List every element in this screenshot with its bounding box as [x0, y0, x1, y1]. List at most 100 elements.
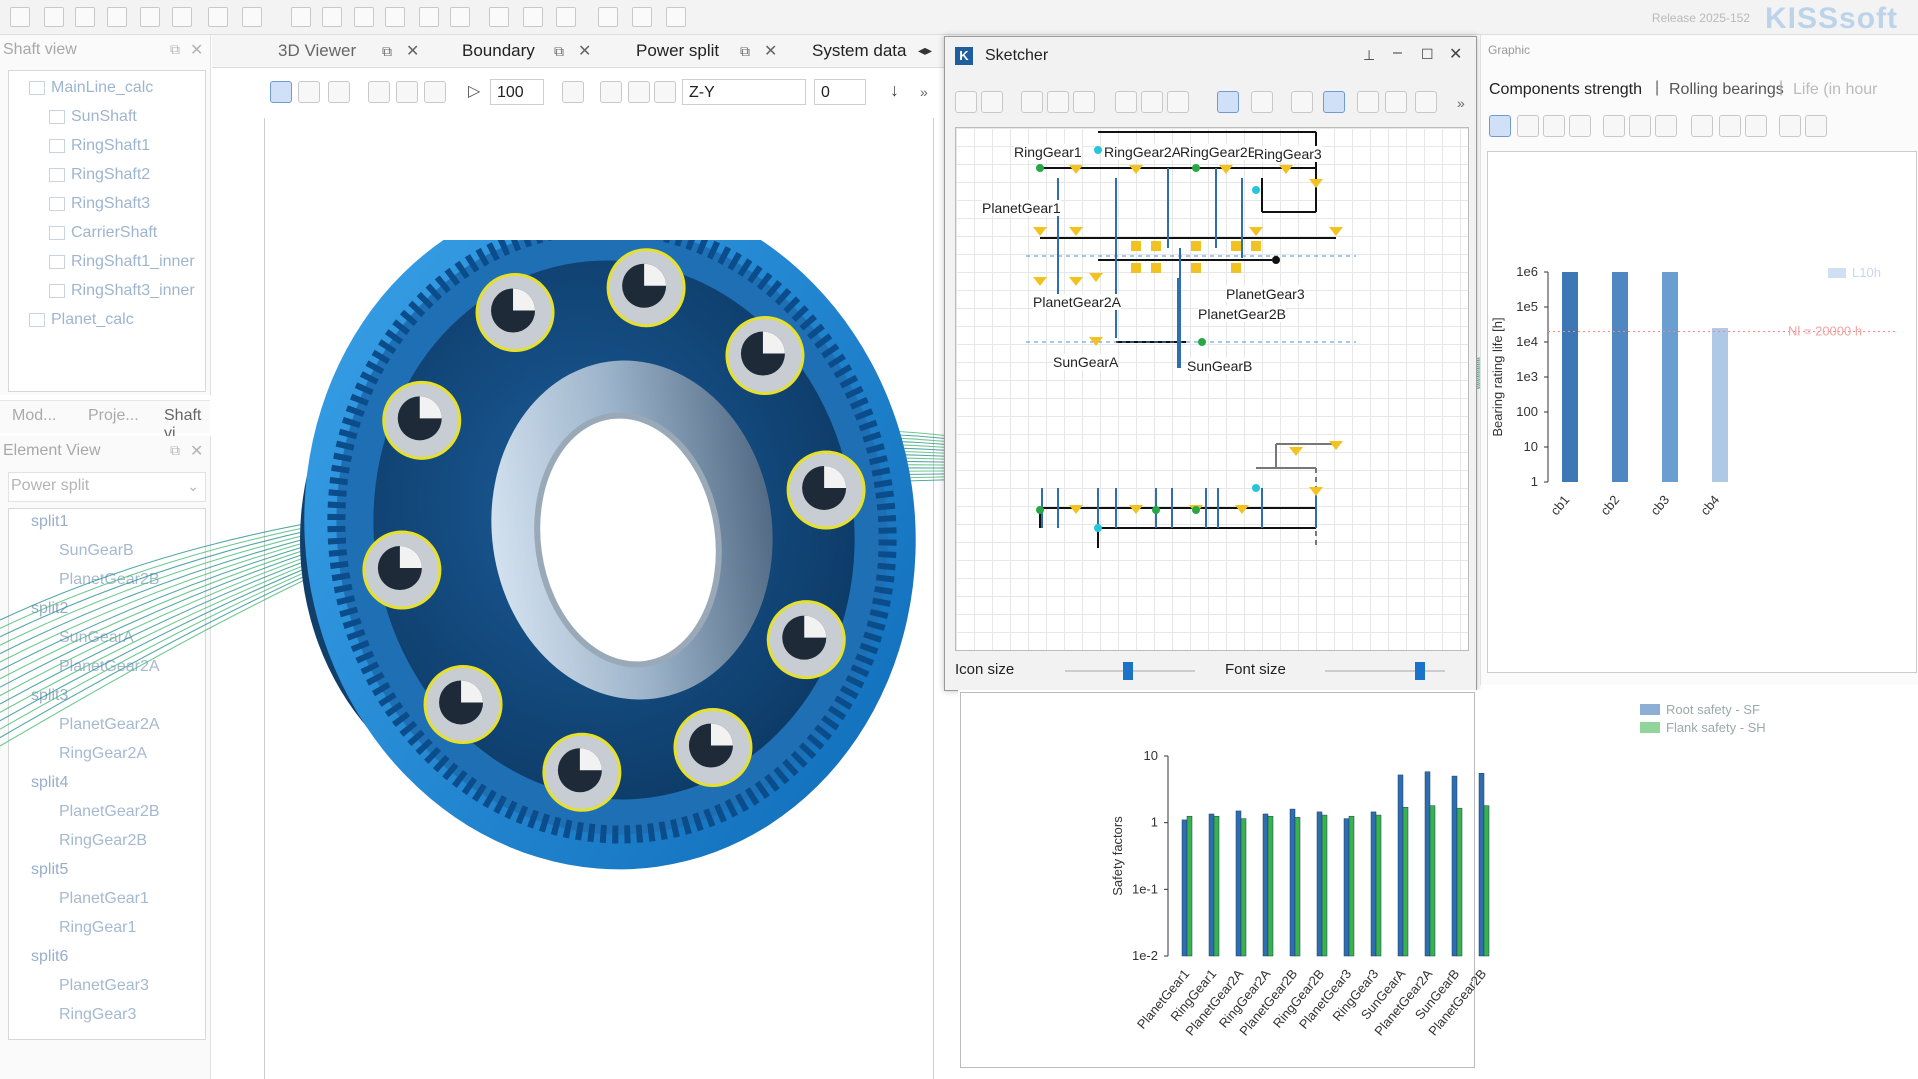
shading-icon[interactable]: [654, 81, 676, 103]
sketch-tool-13[interactable]: [1357, 91, 1379, 113]
zoom-out-icon[interactable]: [396, 81, 418, 103]
sketch-tool-4[interactable]: [1047, 91, 1069, 113]
close-icon[interactable]: ✕: [578, 43, 592, 60]
tree-item[interactable]: PlanetGear3: [59, 977, 149, 995]
slider-handle[interactable]: [1415, 662, 1425, 680]
icon-size-slider[interactable]: [1065, 662, 1195, 680]
sliders-icon[interactable]: [1719, 115, 1741, 137]
font-size-slider[interactable]: [1325, 662, 1445, 680]
copy-icon[interactable]: [1779, 115, 1801, 137]
tree-item[interactable]: RingShaft1: [49, 137, 150, 155]
tree-item[interactable]: MainLine_calc: [29, 79, 153, 97]
arrow-down-icon[interactable]: ↓: [890, 80, 899, 100]
zoom-in-icon[interactable]: [368, 81, 390, 103]
bar[interactable]: [1181, 819, 1188, 957]
toolbar-icon-12[interactable]: [384, 7, 405, 27]
sketch-tool-2[interactable]: [981, 91, 1003, 113]
tree-item[interactable]: PlanetGear2A: [59, 716, 160, 734]
toolbar-icon-9[interactable]: [291, 7, 312, 27]
close-icon[interactable]: ✕: [406, 43, 420, 60]
tree-item[interactable]: split4: [31, 774, 68, 792]
sketch-tool-7[interactable]: [1141, 91, 1163, 113]
bar[interactable]: [1240, 818, 1247, 957]
toolbar-icon-7[interactable]: [208, 7, 228, 27]
restore-icon[interactable]: ⧉: [382, 43, 392, 59]
tree-item[interactable]: RingGear2B: [59, 832, 147, 850]
slider-handle[interactable]: [1123, 662, 1133, 680]
tree-item[interactable]: RingGear2A: [59, 745, 147, 763]
bar[interactable]: [1294, 817, 1301, 957]
measure-icon[interactable]: [1569, 115, 1591, 137]
bar[interactable]: [1267, 815, 1274, 957]
bar[interactable]: [1316, 811, 1323, 957]
pan-icon[interactable]: [298, 81, 320, 103]
close-icon[interactable]: ✕: [190, 42, 204, 59]
more-icon[interactable]: »: [920, 84, 928, 100]
angle-input[interactable]: 0: [814, 79, 866, 105]
minimize-icon[interactable]: –: [1393, 44, 1402, 61]
view-cube-icon[interactable]: [562, 81, 584, 103]
bar[interactable]: [1612, 272, 1628, 482]
graphic-tab-3[interactable]: Life (in hour: [1793, 81, 1878, 98]
toolbar-icon-17[interactable]: [556, 7, 577, 27]
sketch-tool-15[interactable]: [1415, 91, 1437, 113]
zoom-value-input[interactable]: 100: [490, 79, 544, 105]
toolbar-icon-15[interactable]: [488, 7, 509, 27]
tree-item[interactable]: RingShaft2: [49, 166, 150, 184]
power-split-dropdown[interactable]: Power split ⌄: [8, 472, 206, 502]
bar[interactable]: [1370, 811, 1377, 957]
zoom-fit-icon[interactable]: [1655, 115, 1677, 137]
bar[interactable]: [1402, 807, 1409, 957]
restore-icon[interactable]: ⧉: [170, 442, 180, 458]
bar[interactable]: [1375, 814, 1382, 957]
bar[interactable]: [1343, 818, 1350, 957]
sketch-tool-1[interactable]: [955, 91, 977, 113]
tree-item[interactable]: SunGearB: [59, 542, 134, 560]
maximize-icon[interactable]: ☐: [1421, 46, 1434, 62]
sketch-tool-8[interactable]: [1167, 91, 1189, 113]
sketch-tool-10[interactable]: [1251, 91, 1273, 113]
toolbar-icon-14[interactable]: [449, 7, 470, 27]
toolbar-icon-2[interactable]: [44, 7, 65, 27]
toolbar-icon-11[interactable]: [353, 7, 374, 27]
bar[interactable]: [1289, 808, 1296, 957]
bar[interactable]: [1478, 773, 1485, 957]
transparency-icon[interactable]: [628, 81, 650, 103]
settings-icon[interactable]: [1691, 115, 1713, 137]
toolbar-icon-4[interactable]: [106, 7, 127, 27]
zoom-window-icon[interactable]: [1543, 115, 1565, 137]
bar[interactable]: [1429, 805, 1436, 957]
tree-item[interactable]: Planet_calc: [29, 311, 134, 329]
graphic-tab-2[interactable]: Rolling bearings: [1669, 81, 1784, 98]
tab-boundary[interactable]: Boundary: [462, 41, 535, 60]
tree-item[interactable]: split5: [31, 861, 68, 879]
tab-power-split[interactable]: Power split: [636, 41, 720, 60]
restore-icon[interactable]: ⧉: [740, 43, 750, 59]
bar[interactable]: [1456, 807, 1463, 957]
toolbar-icon-19[interactable]: [631, 7, 652, 27]
bar[interactable]: [1208, 813, 1215, 957]
restore-icon[interactable]: ⧉: [170, 41, 180, 57]
toolbar-icon-6[interactable]: [171, 7, 192, 27]
table-icon[interactable]: [1745, 115, 1767, 137]
toolbar-icon-3[interactable]: [75, 7, 96, 27]
zoom-in-icon[interactable]: [1603, 115, 1625, 137]
bar[interactable]: [1321, 814, 1328, 957]
tree-item[interactable]: split3: [31, 687, 68, 705]
bar[interactable]: [1424, 771, 1431, 957]
bar[interactable]: [1262, 813, 1269, 957]
tree-item[interactable]: split2: [31, 600, 68, 618]
bar[interactable]: [1451, 775, 1458, 957]
sketch-tool-11[interactable]: [1291, 91, 1313, 113]
tree-item[interactable]: RingShaft3_inner: [49, 282, 195, 300]
tree-item[interactable]: PlanetGear2B: [59, 803, 160, 821]
play-icon[interactable]: ▷: [468, 83, 481, 100]
scroll-tabs-icon[interactable]: ◂▸: [918, 42, 933, 58]
close-icon[interactable]: ✕: [764, 43, 778, 60]
pin-icon[interactable]: ⊥: [1363, 47, 1376, 63]
select-icon[interactable]: [270, 81, 292, 103]
sketch-tool-6[interactable]: [1115, 91, 1137, 113]
tree-item[interactable]: RingGear1: [59, 919, 136, 937]
tree-item[interactable]: split6: [31, 948, 68, 966]
toolbar-icon-13[interactable]: [418, 7, 439, 27]
